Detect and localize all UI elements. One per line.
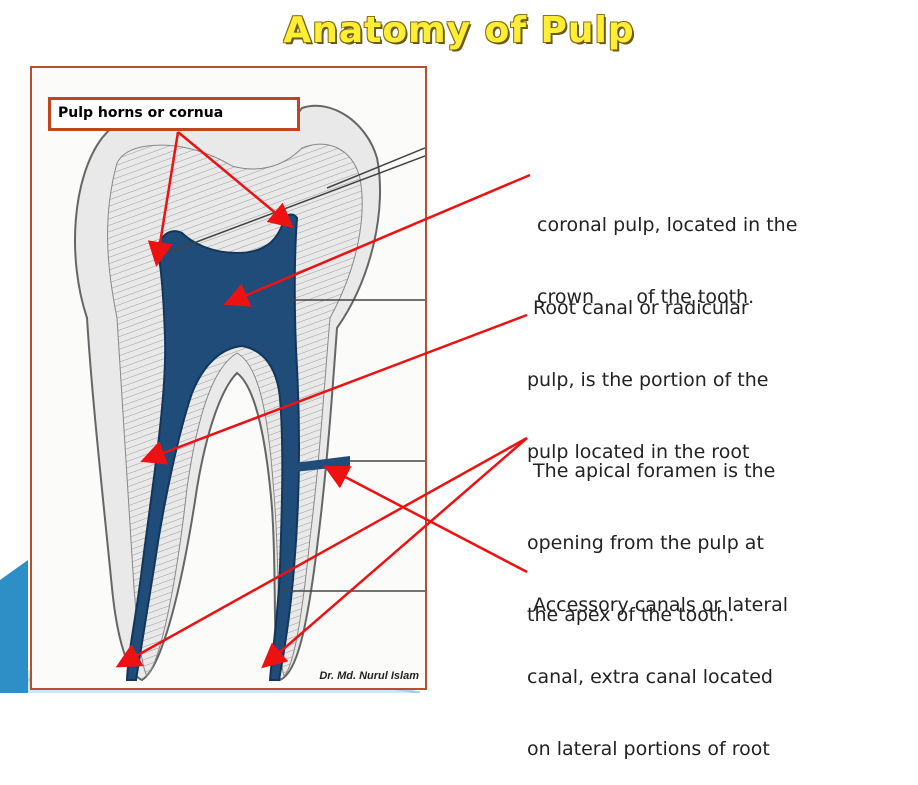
pulp-horns-callout: Pulp horns or cornua (48, 97, 300, 131)
desc-line: coronal pulp, located in the (537, 213, 797, 237)
tooth-illustration (32, 68, 425, 688)
desc-line: The apical foramen is the (527, 459, 775, 483)
desc-line: canal, extra canal located (527, 665, 788, 689)
slide-title: Anatomy of Pulp (0, 10, 918, 51)
desc-line: Accessory canals or lateral (527, 593, 788, 617)
desc-line: Root canal or radicular (527, 296, 768, 320)
tooth-figure: Dr. Md. Nurul Islam (30, 66, 427, 690)
desc-line: pulp, is the portion of the (527, 368, 768, 392)
desc-line: on lateral portions of root (527, 737, 788, 761)
accessory-canals-description: Accessory canals or lateral canal, extra… (527, 545, 788, 785)
figure-credit: Dr. Md. Nurul Islam (319, 670, 419, 682)
